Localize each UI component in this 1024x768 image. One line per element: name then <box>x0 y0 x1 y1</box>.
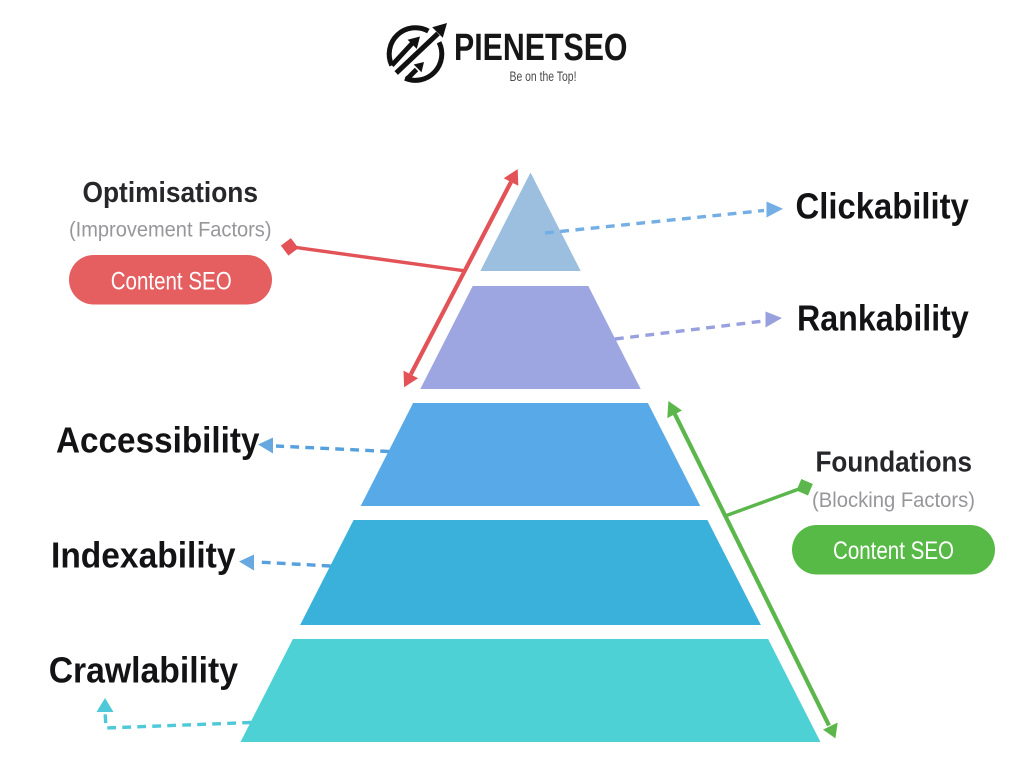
svg-text:Clickability: Clickability <box>796 186 970 227</box>
svg-text:Accessibility: Accessibility <box>56 420 260 461</box>
svg-text:Content SEO: Content SEO <box>111 267 232 295</box>
svg-text:Rankability: Rankability <box>797 298 969 339</box>
svg-text:(Blocking Factors): (Blocking Factors) <box>812 489 975 512</box>
svg-text:Crawlability: Crawlability <box>49 650 239 691</box>
svg-text:Be on the Top!: Be on the Top! <box>510 68 577 84</box>
svg-text:Indexability: Indexability <box>51 535 236 576</box>
svg-text:(Improvement Factors): (Improvement Factors) <box>69 219 272 242</box>
svg-text:Content SEO: Content SEO <box>833 537 954 565</box>
svg-text:PIENETSEO: PIENETSEO <box>454 27 628 69</box>
svg-text:Foundations: Foundations <box>816 447 973 479</box>
svg-text:Optimisations: Optimisations <box>83 177 259 209</box>
